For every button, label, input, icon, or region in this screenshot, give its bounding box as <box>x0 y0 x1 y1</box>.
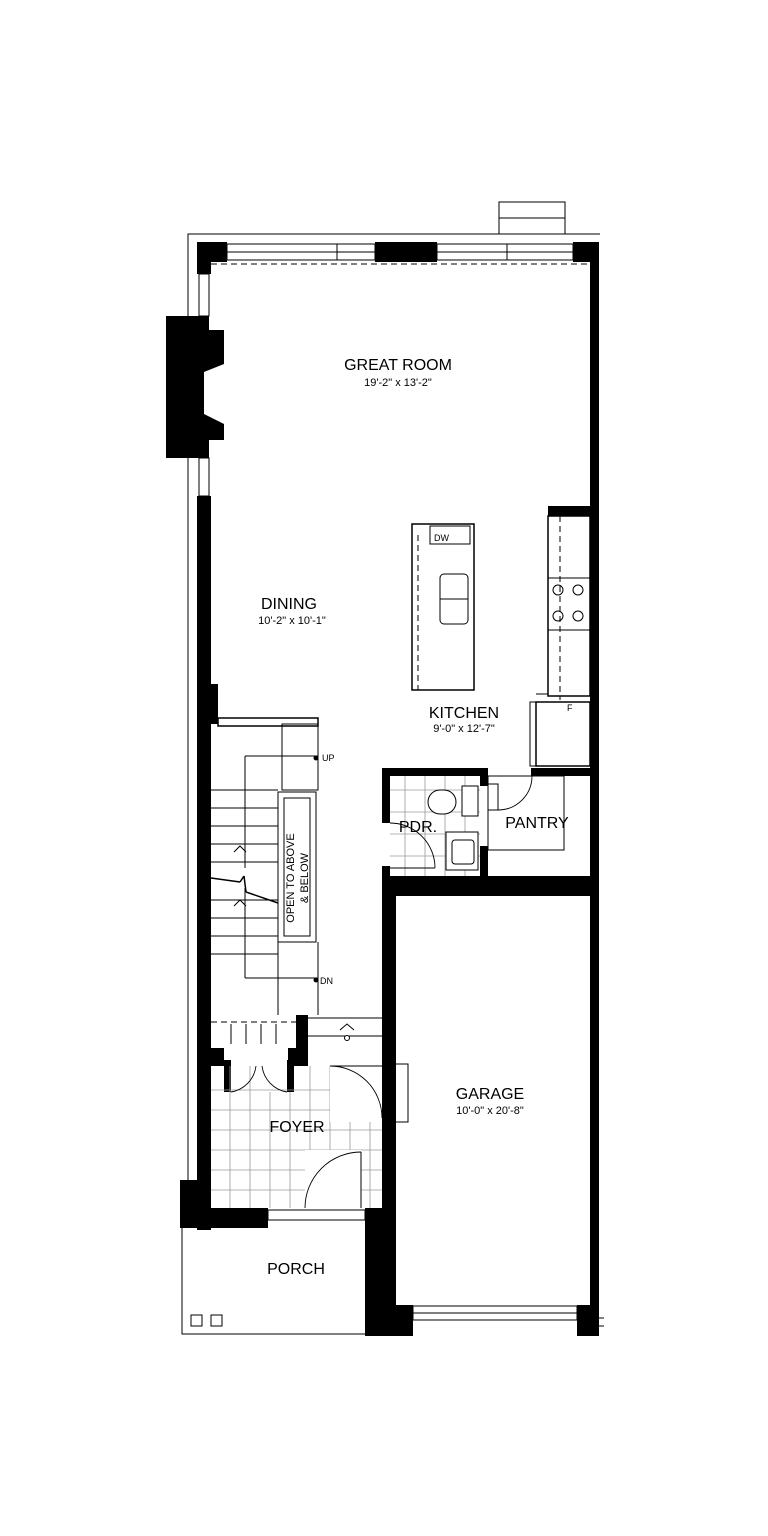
garage-dims: 10'-0" x 20'-8" <box>456 1105 524 1117</box>
great-room-label: GREAT ROOM <box>344 357 452 374</box>
foyer-label: FOYER <box>269 1119 324 1136</box>
kitchen-label: KITCHEN <box>429 705 499 722</box>
open-to-above-label: OPEN TO ABOVE <box>285 833 297 922</box>
stair-down-label: DN <box>320 976 333 986</box>
powder-room <box>389 776 480 876</box>
porch-label: PORCH <box>267 1261 325 1278</box>
pantry-area <box>487 775 565 851</box>
garage-label: GARAGE <box>456 1086 524 1103</box>
ceiling-lines <box>211 263 590 700</box>
windows <box>198 243 578 1321</box>
fridge-label: F <box>567 703 573 713</box>
great-room-dims: 19'-2" x 13'-2" <box>364 377 432 389</box>
open-below-label: & BELOW <box>299 852 311 903</box>
kitchen-island <box>411 523 475 691</box>
foyer-area <box>211 1017 409 1209</box>
exterior-outline <box>187 201 600 1185</box>
dining-dims: 10'-2" x 10'-1" <box>258 615 326 627</box>
porch-area <box>181 1228 365 1335</box>
pantry-label: PANTRY <box>505 815 569 832</box>
staircase <box>210 717 319 1015</box>
exterior-walls <box>166 242 599 1336</box>
dining-label: DINING <box>261 596 317 613</box>
pdr-label: PDR. <box>399 819 437 836</box>
kitchen-counter <box>529 515 591 767</box>
garage-notch <box>599 1317 604 1327</box>
dishwasher-label: DW <box>434 533 449 543</box>
stair-up-label: UP <box>322 753 335 763</box>
kitchen-dims: 9'-0" x 12'-7" <box>433 723 495 735</box>
